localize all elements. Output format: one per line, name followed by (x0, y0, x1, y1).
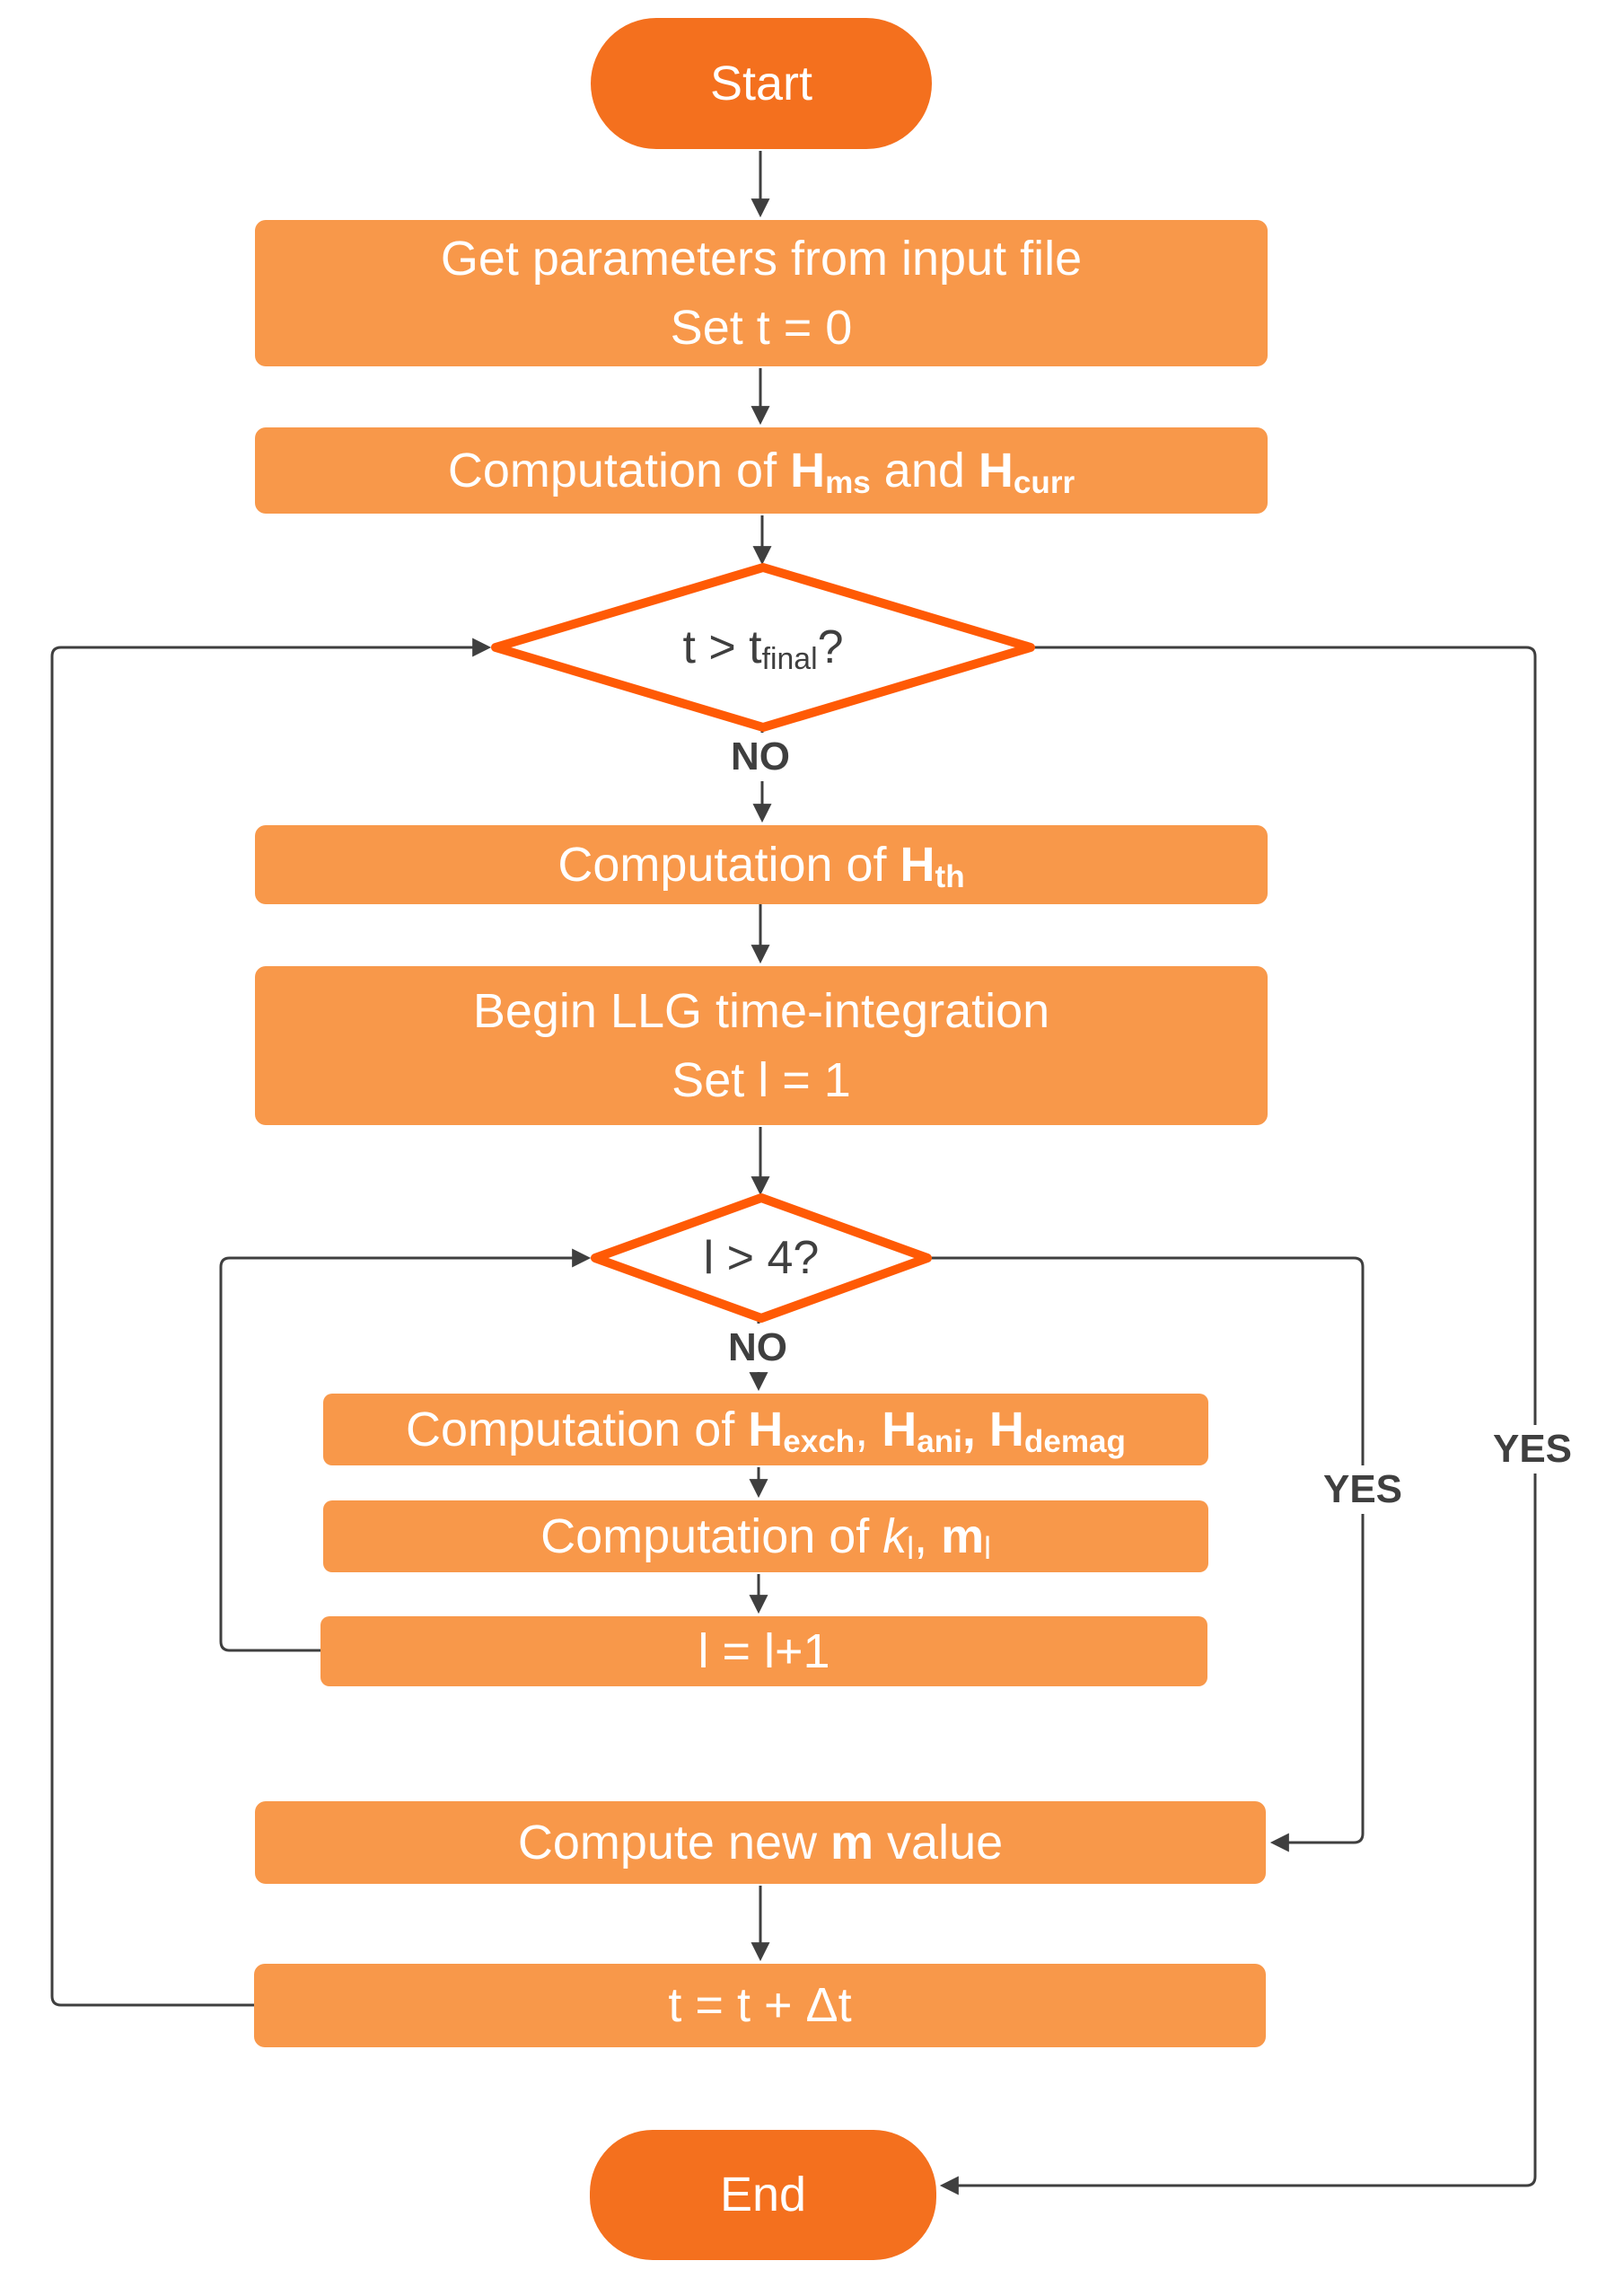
computation-hexch-label: Computation of Hexch, Hani, Hdemag (406, 1402, 1126, 1460)
start-terminal: Start (591, 18, 932, 149)
process-increment-l: l = l+1 (320, 1616, 1207, 1686)
edge-label-no-l: NO (719, 1324, 796, 1372)
process-begin-llg: Begin LLG time-integration Set l = 1 (255, 966, 1268, 1125)
process-computation-hth: Computation of Hth (255, 825, 1268, 904)
process-computation-hms-hcurr: Computation of Hms and Hcurr (255, 427, 1268, 514)
end-terminal: End (590, 2130, 936, 2260)
edge-decision-l-yes (929, 1256, 1365, 1852)
decision-t-final-label: t > tfinal? (682, 621, 844, 677)
edge-increment-t-loop (50, 638, 492, 2007)
end-label: End (719, 2168, 807, 2222)
increment-t-label: t = t + Δt (668, 1978, 852, 2033)
computation-hms-hcurr-label: Computation of Hms and Hcurr (447, 443, 1075, 501)
computation-kl-ml-label: Computation of kl, ml (540, 1509, 991, 1567)
computation-hth-label: Computation of Hth (557, 837, 965, 895)
get-parameters-line1: Get parameters from input file (440, 231, 1083, 286)
get-parameters-line2: Set t = 0 (670, 300, 853, 355)
edge-label-no-t: NO (722, 733, 799, 781)
process-get-parameters: Get parameters from input file Set t = 0 (255, 220, 1268, 366)
edge-decision-t-yes (939, 646, 1537, 2195)
edge-label-yes-l: YES (1313, 1465, 1412, 1514)
decision-l-label: l > 4? (703, 1232, 820, 1284)
increment-l-label: l = l+1 (698, 1623, 830, 1678)
process-increment-t: t = t + Δt (254, 1964, 1266, 2047)
edge-label-yes-t: YES (1483, 1425, 1582, 1473)
process-computation-kl-ml: Computation of kl, ml (323, 1500, 1208, 1572)
edge-increment-l-loop (219, 1248, 592, 1652)
begin-llg-line2: Set l = 1 (672, 1052, 851, 1107)
compute-new-m-label: Compute new m value (517, 1815, 1004, 1869)
decision-t-final-shape (491, 563, 1035, 732)
begin-llg-line1: Begin LLG time-integration (472, 983, 1050, 1038)
process-computation-hexch-hani-hdemag: Computation of Hexch, Hani, Hdemag (323, 1394, 1208, 1465)
start-label: Start (709, 56, 813, 110)
process-compute-new-m: Compute new m value (255, 1801, 1266, 1884)
decision-l-shape (591, 1193, 932, 1323)
